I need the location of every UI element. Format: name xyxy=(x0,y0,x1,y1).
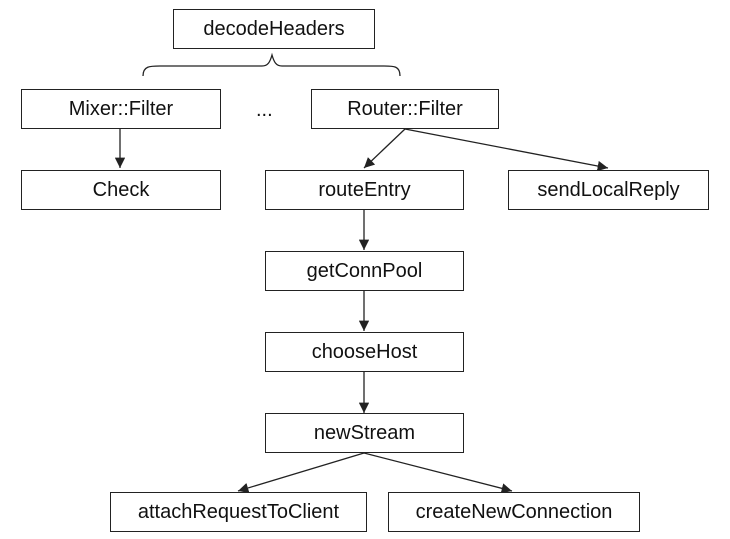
node-choose-host: chooseHost xyxy=(265,332,464,372)
node-attach-request-to-client: attachRequestToClient xyxy=(110,492,367,532)
node-decode-headers: decodeHeaders xyxy=(173,9,375,49)
node-send-local-reply: sendLocalReply xyxy=(508,170,709,210)
ellipsis-more-filters: ... xyxy=(256,99,273,121)
edge-router-filter-to-route-entry xyxy=(363,128,406,169)
edge-new-stream-to-create-connection xyxy=(363,452,513,494)
edge-new-stream-to-attach-request xyxy=(237,452,365,493)
node-get-conn-pool: getConnPool xyxy=(265,251,464,291)
grouping-brace xyxy=(142,52,401,77)
node-check: Check xyxy=(21,170,221,210)
node-route-entry: routeEntry xyxy=(265,170,464,210)
edge-router-filter-to-send-local-reply xyxy=(404,128,609,172)
node-router-filter: Router::Filter xyxy=(311,89,499,129)
node-create-new-connection: createNewConnection xyxy=(388,492,640,532)
node-mixer-filter: Mixer::Filter xyxy=(21,89,221,129)
node-new-stream: newStream xyxy=(265,413,464,453)
